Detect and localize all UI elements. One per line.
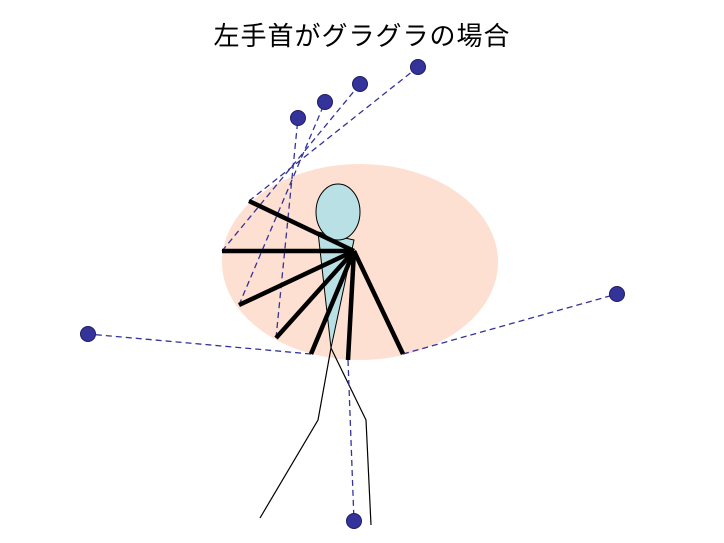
right-leg: [330, 347, 372, 526]
shaft-7: [351, 250, 406, 355]
trajectory-5: [87, 333, 312, 355]
trajectory-2: [221, 83, 361, 252]
shaft-5: [308, 250, 357, 355]
shaft-6: [345, 250, 357, 361]
trajectory-6: [347, 359, 355, 522]
left-leg: [259, 347, 332, 519]
shaft-3: [238, 248, 355, 308]
shaft-1: [248, 198, 355, 254]
trajectory-7: [402, 293, 618, 355]
trajectory-3: [238, 101, 326, 306]
club-head-icon: [80, 326, 96, 342]
legs: [259, 347, 372, 526]
shaft-4: [274, 249, 356, 340]
club-head-icon: [290, 110, 306, 126]
club-head-icon: [352, 76, 368, 92]
head-icon: [315, 183, 361, 241]
trajectory-4: [275, 117, 299, 339]
club-head-icon: [410, 59, 426, 75]
club-heads: [80, 59, 625, 529]
club-trajectories: [87, 66, 618, 522]
club-head-icon: [317, 94, 333, 110]
trajectory-1: [248, 66, 419, 202]
club-head-icon: [346, 513, 362, 529]
club-shafts: [222, 198, 406, 361]
club-head-icon: [609, 286, 625, 302]
slide-title: 左手首がグラグラの場合: [213, 22, 511, 52]
